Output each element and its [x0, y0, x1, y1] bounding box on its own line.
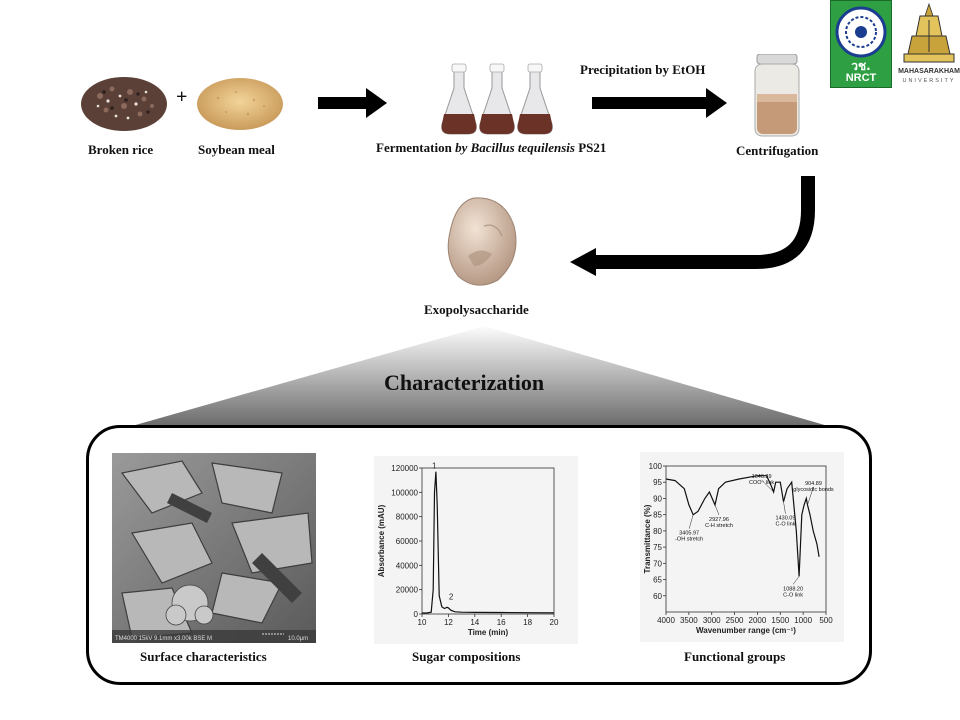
annotation-value: 3405.97 — [679, 531, 699, 537]
characterization-box — [86, 425, 872, 685]
ftir-chart: 4000 3500 3000 2500 2000 1500 1000 500 60 65 70 75 8… — [643, 462, 834, 635]
x-tick-label: 20 — [550, 618, 559, 627]
annotation-leader — [807, 486, 814, 506]
x-axis-title: Time (min) — [468, 628, 509, 637]
nrct-emblem-icon — [835, 6, 887, 58]
x-tick-label: 12 — [444, 618, 453, 627]
y-tick-label: 75 — [653, 543, 662, 552]
fermentation-flasks-image — [441, 63, 553, 135]
msu-logo: MAHASARAKHAM UNIVERSITY — [898, 2, 960, 88]
annotation-label: COO⁻ link — [749, 480, 774, 486]
annotation-value: 1646.39 — [752, 474, 772, 480]
y-tick-label: 40000 — [396, 561, 419, 570]
annotation-label: glycosidic bonds — [793, 487, 834, 493]
soybean-meal-label: Soybean meal — [198, 142, 275, 157]
annotation-leader — [714, 504, 720, 516]
sem-scale-text: 10.0μm — [288, 636, 308, 642]
annotation-label: C-O link — [776, 522, 796, 528]
precipitation-label: Precipitation by EtOH — [580, 62, 706, 77]
nrct-logo-text: NRCT — [845, 72, 877, 84]
x-axis-title: Wavenumber range (cm⁻¹) — [696, 626, 796, 635]
plus-sign: + — [176, 86, 188, 108]
y-tick-label: 65 — [653, 576, 662, 585]
broken-rice-image — [81, 77, 167, 131]
centrifugation-label: Centrifugation — [736, 143, 819, 158]
annotation-label: C-H stretch — [705, 523, 733, 529]
y-tick-label: 90 — [653, 494, 662, 503]
y-tick-label: 80000 — [396, 513, 419, 522]
annotation-value: 2927.96 — [709, 517, 729, 523]
plot-frame — [665, 465, 827, 613]
x-tick-label: 18 — [523, 618, 532, 627]
y-tick-label: 20000 — [396, 586, 419, 595]
ftir-panel — [640, 452, 844, 642]
annotation-value: 1430.09 — [776, 516, 796, 522]
x-tick-label: 16 — [497, 618, 506, 627]
fermentation-label: Fermentation by Bacillus tequilensis PS2… — [376, 140, 607, 155]
arrow-right-icon — [592, 88, 727, 118]
y-tick-label: 80 — [653, 527, 662, 536]
msu-logo-name: MAHASARAKHAM — [898, 68, 960, 75]
plot-frame — [421, 467, 555, 615]
x-tick-label: 500 — [819, 616, 833, 625]
x-tick-label: 3500 — [680, 616, 698, 625]
y-tick-label: 95 — [653, 478, 662, 487]
broken-rice-label: Broken rice — [88, 142, 154, 157]
annotation-value: 1088.20 — [783, 586, 803, 592]
nrct-logo-thai: วช. — [851, 59, 871, 73]
series-line — [665, 475, 820, 577]
y-tick-label: 100000 — [391, 488, 418, 497]
sem-image: TM4000 15kV 9.1mm x3.00k BSE M 10.0μm — [112, 453, 316, 643]
x-tick-label: 2500 — [726, 616, 744, 625]
y-axis-title: Absorbance (mAU) — [377, 504, 386, 577]
exopolysaccharide-image — [447, 197, 517, 286]
characterization-title: Characterization — [384, 370, 545, 395]
y-tick-label: 0 — [414, 610, 419, 619]
x-tick-label: 3000 — [703, 616, 721, 625]
annotation-value: 904.89 — [805, 481, 822, 487]
caption-surface: Surface characteristics — [140, 649, 267, 664]
msu-crest-icon — [903, 2, 955, 63]
exopolysaccharide-label: Exopolysaccharide — [424, 302, 529, 317]
y-tick-label: 60000 — [396, 537, 419, 546]
y-tick-label: 120000 — [391, 464, 418, 473]
x-tick-label: 1000 — [794, 616, 812, 625]
y-tick-label: 60 — [653, 592, 662, 601]
sem-info-text: TM4000 15kV 9.1mm x3.00k BSE M — [115, 636, 212, 642]
x-tick-label: 10 — [418, 618, 427, 627]
annotation-leader — [792, 576, 800, 585]
y-tick-label: 100 — [649, 462, 663, 471]
centrifuge-jar-image — [754, 54, 800, 137]
caption-functional: Functional groups — [684, 649, 786, 664]
annotation-label: -OH stretch — [675, 537, 703, 543]
characterization-triangle — [132, 326, 828, 426]
y-axis-title: Transmittance (%) — [643, 504, 652, 573]
arrow-curved-icon — [570, 176, 815, 276]
peak-label: 2 — [449, 592, 454, 601]
annotation-leader — [688, 514, 694, 529]
series-line — [421, 471, 555, 614]
caption-sugar: Sugar compositions — [412, 649, 521, 664]
soybean-meal-image — [197, 78, 283, 130]
x-tick-label: 14 — [470, 618, 479, 627]
arrow-right-icon — [318, 88, 387, 118]
annotation-label: C-O link — [783, 592, 803, 598]
x-tick-label: 1500 — [771, 616, 789, 625]
annotation-leader — [783, 501, 786, 514]
x-tick-label: 4000 — [657, 616, 675, 625]
peak-label: 1 — [432, 462, 437, 471]
msu-logo-sub: UNIVERSITY — [902, 78, 956, 84]
annotation-leader — [761, 479, 774, 493]
nrct-logo: วช. NRCT — [830, 0, 892, 88]
y-tick-label: 85 — [653, 511, 662, 520]
x-tick-label: 2000 — [749, 616, 767, 625]
y-tick-label: 70 — [653, 559, 662, 568]
